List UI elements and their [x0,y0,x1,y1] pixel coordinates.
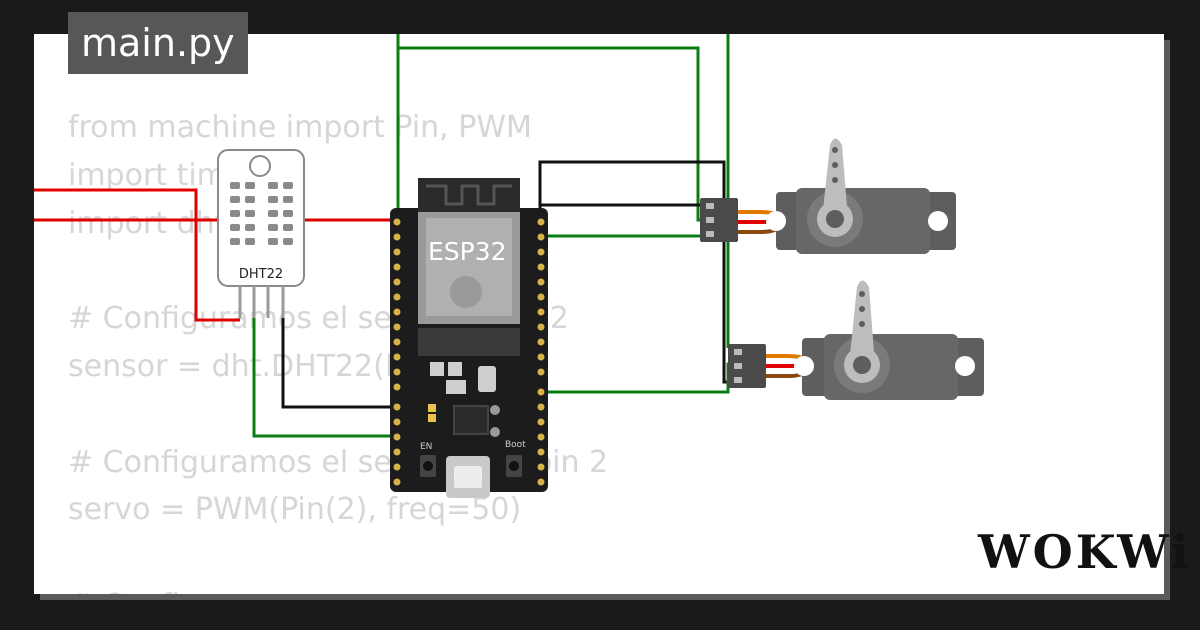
dht22-pins [238,286,285,318]
servo-1-connector [700,198,738,242]
servo-motor-2[interactable] [728,280,984,401]
en-label: EN [420,442,432,452]
file-tab-main-py[interactable]: main.py [68,12,248,74]
espressif-logo-icon [450,276,482,308]
boot-label: Boot [505,440,526,450]
wokwi-logo: WOKWi [978,525,1192,579]
code-line-9: servo = PWM(Pin(2), freq=50) [68,492,522,528]
wire-green-servo2 [542,362,734,394]
esp32-components [418,328,520,437]
dht22-label: DHT22 [239,267,283,282]
dht22-sensor[interactable]: DHT22 [217,149,305,318]
wire-red-left-1 [34,188,240,322]
code-line-1: from machine import Pin, PWM [68,110,532,145]
code-line-11: # Configuramos [68,582,608,594]
wires [34,34,734,438]
servo-2-connector [728,344,766,388]
dht22-vents [230,182,293,245]
wire-black-dht-gnd [281,312,396,409]
esp32-label: ESP32 [428,237,507,266]
esp32-pins-left [393,218,401,486]
wire-black-servo1 [538,160,726,220]
esp32-board[interactable]: ESP32 EN Boot [390,178,548,498]
esp32-pins-right [537,218,545,486]
esp32-antenna [418,178,520,212]
servo-motor-1[interactable] [700,138,956,255]
